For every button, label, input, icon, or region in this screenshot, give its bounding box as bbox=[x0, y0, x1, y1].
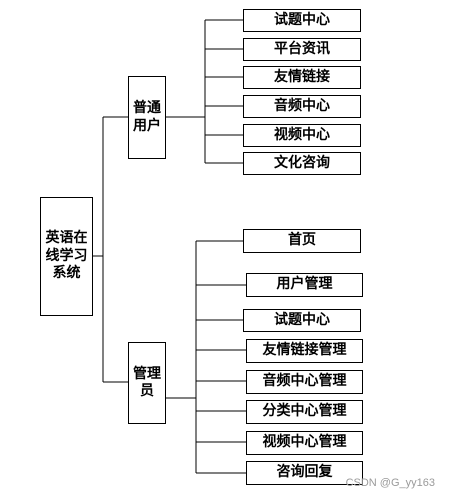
leaf-node: 音频中心 bbox=[243, 95, 361, 118]
leaf-node: 友情链接管理 bbox=[246, 339, 363, 363]
leaf-node: 首页 bbox=[243, 229, 361, 253]
root-node: 英语在 线学习 系统 bbox=[40, 197, 93, 316]
branch-label: 普通 用户 bbox=[133, 100, 161, 134]
leaf-node: 友情链接 bbox=[243, 66, 361, 89]
leaf-node: 分类中心管理 bbox=[246, 400, 363, 424]
leaf-node: 音频中心管理 bbox=[246, 370, 363, 394]
branch-node-regular-user: 普通 用户 bbox=[128, 76, 166, 159]
leaf-node: 试题中心 bbox=[243, 309, 361, 332]
leaf-node: 视频中心 bbox=[243, 124, 361, 147]
branch-node-admin: 管理 员 bbox=[128, 342, 166, 424]
root-label: 英语在 线学习 系统 bbox=[45, 230, 88, 282]
leaf-node: 文化咨询 bbox=[243, 152, 361, 175]
leaf-node: 咨询回复 bbox=[246, 461, 363, 485]
branch-label: 管理 员 bbox=[133, 365, 161, 400]
leaf-node: 用户管理 bbox=[246, 273, 363, 297]
leaf-node: 视频中心管理 bbox=[246, 431, 363, 455]
watermark: CSDN @G_yy163 bbox=[345, 477, 435, 489]
leaf-node: 试题中心 bbox=[243, 9, 361, 32]
leaf-node: 平台资讯 bbox=[243, 38, 361, 61]
